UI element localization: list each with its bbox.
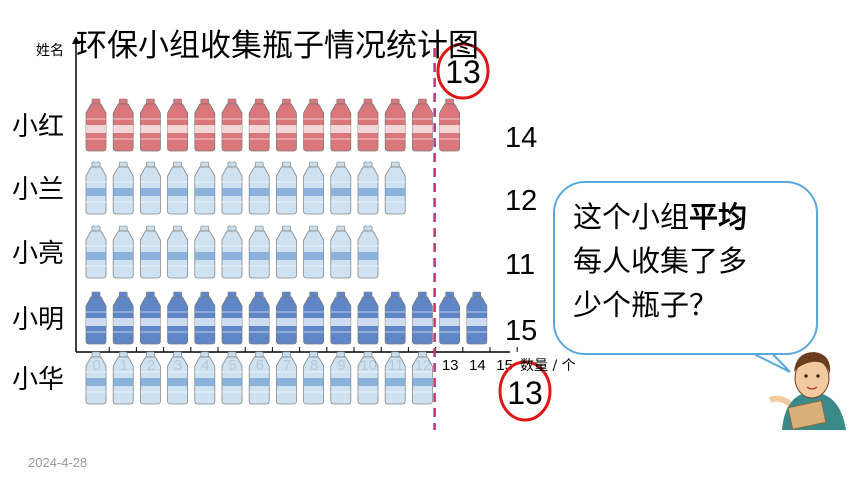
bottle-小红 [194,98,216,152]
bottle-小红 [412,98,433,152]
bottle-小亮 [303,225,324,279]
bottle-小亮 [276,225,297,279]
x-tick-label: 13 [442,357,459,374]
bottle-小明 [248,291,270,345]
category-label: 小明 [12,305,64,335]
value-label: 14 [505,122,537,154]
bottle-小红 [330,98,352,152]
bottle-小明 [466,291,488,345]
bottle-小兰 [140,161,161,215]
value-label: 12 [505,185,537,217]
bottle-小红 [248,98,270,152]
value-label: 15 [505,315,537,347]
x-axis-label: 数量 / 个 [520,358,576,374]
bottle-小兰 [330,161,352,215]
question-line-2: 每人收集了多 [573,244,748,278]
bottle-小明 [303,291,324,345]
bottle-小华 [384,351,406,405]
bottle-小兰 [85,161,107,215]
bottle-小华 [276,351,297,405]
bottle-小亮 [357,225,379,279]
bottle-小明 [276,291,297,345]
bottle-小亮 [330,225,352,279]
bottle-小亮 [140,225,161,279]
result-circle [498,360,552,422]
bottle-小明 [85,291,107,345]
bottle-小红 [303,98,324,152]
y-axis-label: 姓名 [36,43,64,59]
question-line-3: 少个瓶子？ [573,288,719,322]
bottle-小红 [112,98,134,152]
bottle-小红 [357,98,379,152]
bottle-小华 [221,351,243,405]
bottle-小亮 [221,225,243,279]
question-line-1: 这个小组 [573,200,690,234]
average-circle [436,42,490,100]
average-circle-label: 13 [445,54,481,90]
bottle-小明 [194,291,216,345]
bottle-小明 [167,291,188,345]
category-label: 小红 [12,112,64,142]
bottle-小华 [167,351,188,405]
bottle-小兰 [112,161,134,215]
bottle-小明 [439,291,460,345]
result-circle-label: 13 [507,375,543,411]
bottle-小兰 [276,161,297,215]
bottle-小明 [140,291,161,345]
speech-bubble [553,181,818,355]
bottle-小亮 [248,225,270,279]
chart-title: 环保小组收集瓶子情况统计图 [76,28,479,64]
bottle-小红 [167,98,188,152]
x-tick-label: 14 [469,357,486,374]
bottle-小亮 [85,225,107,279]
bottle-小红 [221,98,243,152]
bottle-小兰 [384,161,406,215]
bottle-小华 [412,351,433,405]
bottle-小明 [330,291,352,345]
bottle-小华 [85,351,107,405]
speech-bubble-text: 这个小组平均 每人收集了多 少个瓶子？ [573,195,803,327]
bottle-小兰 [303,161,324,215]
bottle-小华 [194,351,216,405]
bottle-小红 [276,98,297,152]
bottle-小明 [412,291,433,345]
bottle-小明 [112,291,134,345]
teacher-illustration [768,352,846,430]
category-label: 小兰 [12,175,64,205]
bottle-小兰 [357,161,379,215]
bottle-小红 [85,98,107,152]
bottle-小兰 [221,161,243,215]
bottle-小亮 [112,225,134,279]
bottle-小明 [357,291,379,345]
bottle-小华 [248,351,270,405]
bottle-小华 [112,351,134,405]
bottle-小华 [140,351,161,405]
bottle-小红 [140,98,161,152]
bottle-小明 [221,291,243,345]
bottle-小亮 [194,225,216,279]
bottle-小红 [384,98,406,152]
bottle-小兰 [167,161,188,215]
bottle-小红 [439,98,460,152]
value-label: 11 [505,249,535,281]
bottle-小亮 [167,225,188,279]
question-emphasis: 平均 [689,200,748,234]
bottle-小华 [357,351,379,405]
bottle-小兰 [248,161,270,215]
bottle-小明 [384,291,406,345]
category-label: 小亮 [12,239,64,269]
y-axis-arrow [72,36,80,44]
bottle-小兰 [194,161,216,215]
category-label: 小华 [12,365,64,395]
slide-date: 2024-4-28 [28,455,88,470]
bottle-小华 [330,351,352,405]
bottle-小华 [303,351,324,405]
